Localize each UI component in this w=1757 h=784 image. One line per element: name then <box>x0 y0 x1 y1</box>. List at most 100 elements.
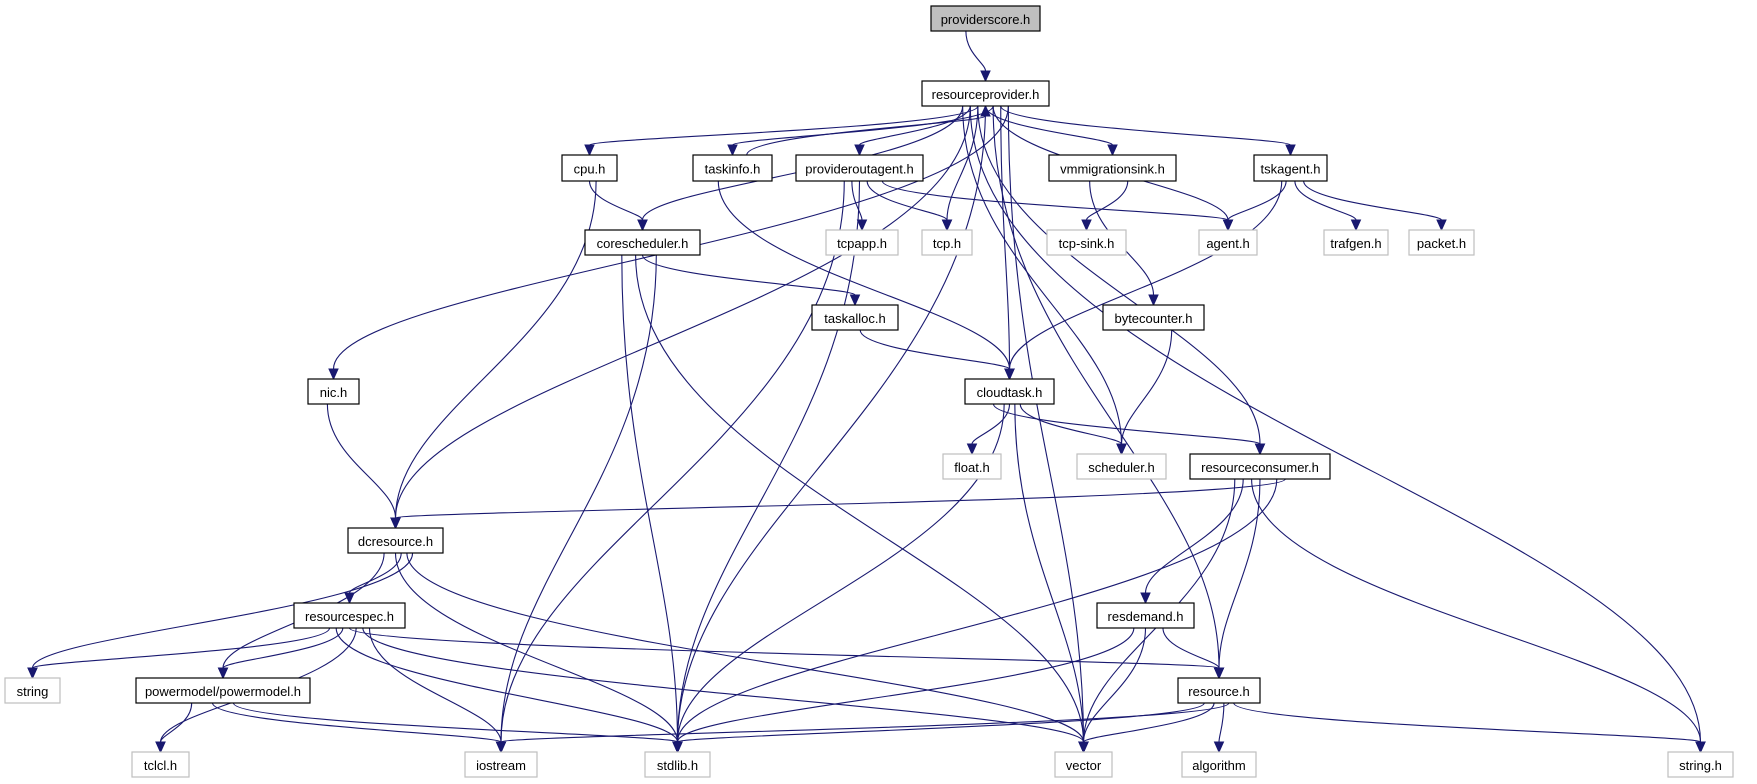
node-resource[interactable]: resource.h <box>1177 677 1261 704</box>
edge-bytecounter-to-scheduler <box>1116 329 1173 456</box>
node-powermodel[interactable]: powermodel/powermodel.h <box>135 677 311 704</box>
arrowhead-icon <box>727 144 738 157</box>
arrowhead-icon <box>637 219 648 232</box>
arrowhead-icon <box>1350 219 1362 232</box>
edge-tskagent-to-cloudtask <box>1004 180 1283 381</box>
node-tskagent[interactable]: tskagent.h <box>1253 154 1328 182</box>
node-string: string <box>4 677 61 704</box>
node-label: agent.h <box>1206 236 1249 251</box>
edge-resourceprovider-to-cpu <box>584 105 979 157</box>
edge-resourcespec-to-string <box>27 627 331 680</box>
edge-line <box>962 105 1123 445</box>
arrowhead-icon <box>1107 144 1118 157</box>
edge-taskalloc-to-cloudtask <box>859 329 1015 381</box>
node-vmmigrationsink[interactable]: vmmigrationsink.h <box>1048 154 1177 182</box>
edge-resdemand-to-vector <box>1078 627 1147 754</box>
node-box <box>1323 229 1389 256</box>
node-providerscore[interactable]: providerscore.h <box>930 5 1041 32</box>
node-box <box>293 602 406 629</box>
node-label: stdlib.h <box>657 758 698 773</box>
node-tcp: tcp.h <box>921 229 973 256</box>
node-label: providerscore.h <box>941 12 1031 27</box>
edge-line <box>946 105 979 221</box>
edge-line <box>212 702 502 743</box>
node-resourceconsumer[interactable]: resourceconsumer.h <box>1189 453 1331 480</box>
edge-powermodel-to-tclcl <box>155 702 193 754</box>
arrowhead-icon <box>966 443 978 456</box>
node-provideroutagent[interactable]: provideroutagent.h <box>795 154 924 182</box>
node-label: float.h <box>954 460 989 475</box>
edge-resourceconsumer-to-dcresource <box>390 478 1286 530</box>
edge-tskagent-to-agent <box>1222 180 1287 232</box>
edge-resource-to-stringh <box>1233 702 1706 754</box>
edge-line <box>1218 478 1261 669</box>
node-box <box>1046 229 1127 256</box>
edge-line <box>1218 702 1225 743</box>
node-resdemand[interactable]: resdemand.h <box>1096 602 1195 629</box>
arrowhead-icon <box>1004 368 1015 381</box>
edge-corescheduler-to-stdlib <box>621 254 683 754</box>
edge-line <box>621 254 679 743</box>
arrowhead-icon <box>27 667 38 680</box>
edge-line <box>1082 627 1147 743</box>
edge-tskagent-to-trafgen <box>1294 180 1362 232</box>
arrowhead-icon <box>672 741 683 754</box>
node-corescheduler[interactable]: corescheduler.h <box>584 229 701 256</box>
arrowhead-icon <box>941 219 953 232</box>
node-box <box>561 154 618 182</box>
node-box <box>1076 453 1167 480</box>
node-algorithm: algorithm <box>1181 751 1257 778</box>
node-stdlib: stdlib.h <box>644 751 711 778</box>
edge-powermodel-to-stdlib <box>232 702 683 754</box>
edge-resourceprovider-to-vmmigrationsink <box>984 105 1118 157</box>
arrowhead-icon <box>155 741 166 754</box>
node-dcresource[interactable]: dcresource.h <box>347 527 444 554</box>
node-trafgen: trafgen.h <box>1323 229 1389 256</box>
node-taskalloc[interactable]: taskalloc.h <box>811 304 899 331</box>
node-nic[interactable]: nic.h <box>307 378 360 405</box>
node-label: algorithm <box>1192 758 1245 773</box>
edge-line <box>1000 105 1011 370</box>
edge-line <box>1294 180 1357 221</box>
edge-powermodel-to-iostream <box>212 702 507 754</box>
edge-cloudtask-to-resourceconsumer <box>992 403 1266 456</box>
node-box <box>464 751 538 778</box>
edge-line <box>971 403 1011 445</box>
node-packet: packet.h <box>1408 229 1475 256</box>
edge-line <box>992 105 1220 669</box>
edge-provideroutagent-to-agent <box>881 180 1234 232</box>
edge-line <box>635 254 1085 743</box>
edge-provideroutagent-to-stdlib <box>672 180 861 754</box>
node-resourcespec[interactable]: resourcespec.h <box>293 602 406 629</box>
node-resourceprovider[interactable]: resourceprovider.h <box>921 80 1050 107</box>
edge-line <box>500 254 657 743</box>
node-label: bytecounter.h <box>1114 311 1192 326</box>
edge-corescheduler-to-taskalloc <box>641 254 861 307</box>
edge-line <box>394 478 1286 519</box>
node-box <box>964 378 1055 405</box>
edge-line <box>1082 702 1215 743</box>
node-taskinfo[interactable]: taskinfo.h <box>692 154 773 182</box>
node-box <box>1048 154 1177 182</box>
node-label: tclcl.h <box>144 758 177 773</box>
edge-line <box>1085 180 1129 221</box>
edge-line <box>348 627 1220 669</box>
edge-resourcespec-to-resource <box>348 627 1225 680</box>
node-label: cpu.h <box>574 162 606 177</box>
node-box <box>1181 751 1257 778</box>
arrowhead-icon <box>495 741 507 754</box>
edge-tskagent-to-packet <box>1303 180 1447 232</box>
edge-line <box>676 180 861 743</box>
node-cloudtask[interactable]: cloudtask.h <box>964 378 1055 405</box>
node-box <box>1054 751 1113 778</box>
edge-resourcespec-to-stdlib <box>335 627 683 754</box>
edge-line <box>1008 180 1283 370</box>
edge-line <box>858 105 971 146</box>
edge-line <box>1007 105 1085 743</box>
edge-line <box>717 180 1011 370</box>
node-label: iostream <box>476 758 526 773</box>
node-cpu[interactable]: cpu.h <box>561 154 618 182</box>
node-bytecounter[interactable]: bytecounter.h <box>1102 304 1205 331</box>
edge-line <box>965 30 987 72</box>
